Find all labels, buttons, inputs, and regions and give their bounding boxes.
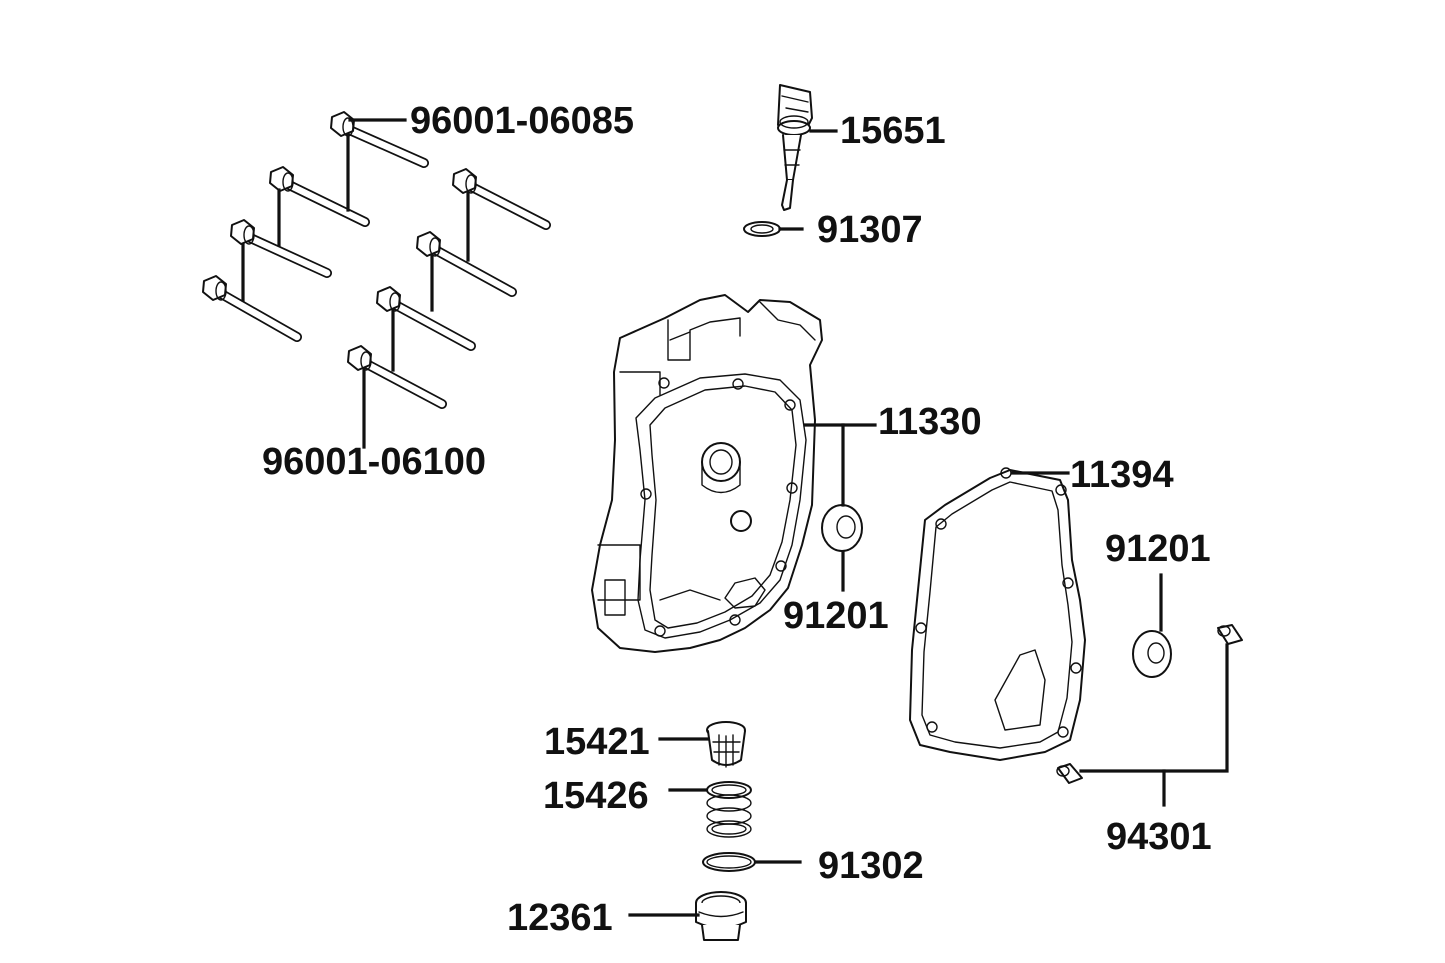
cover-part bbox=[591, 294, 823, 653]
label-strainer: 15421 bbox=[544, 721, 650, 763]
strainer-part bbox=[706, 721, 746, 768]
dowel-leaders bbox=[1079, 643, 1229, 807]
label-dipstick-washer: 91307 bbox=[817, 209, 923, 251]
bolt-1 bbox=[330, 111, 429, 168]
label-seal-left: 91201 bbox=[783, 595, 889, 637]
label-dowel: 94301 bbox=[1106, 816, 1212, 858]
cover-leaders bbox=[803, 423, 877, 592]
bolt-group bbox=[202, 111, 551, 409]
gasket-part bbox=[909, 467, 1086, 761]
bolt-2 bbox=[269, 166, 370, 227]
dowel-lower-part bbox=[1056, 763, 1083, 784]
dipstick-washer-part bbox=[743, 221, 781, 237]
label-cover: 11330 bbox=[878, 401, 982, 443]
drain-leaders bbox=[628, 737, 802, 917]
label-bolt-upper: 96001-06085 bbox=[410, 100, 634, 142]
seal-left-part bbox=[821, 504, 863, 552]
part-labels: 96001-06085 96001-06100 15651 91307 1133… bbox=[262, 100, 1212, 939]
bolt-6 bbox=[416, 231, 517, 297]
dowel-upper-part bbox=[1217, 624, 1243, 645]
seal-right-part bbox=[1132, 630, 1172, 678]
bolt-8 bbox=[347, 345, 447, 409]
label-gasket: 11394 bbox=[1070, 454, 1174, 496]
bolt-5 bbox=[452, 168, 551, 230]
label-bolt-lower: 96001-06100 bbox=[262, 441, 486, 483]
label-dipstick: 15651 bbox=[840, 110, 946, 152]
bolt-leaders bbox=[241, 118, 470, 449]
bolt-3 bbox=[230, 219, 332, 278]
bolt-4 bbox=[202, 275, 302, 342]
dipstick-part bbox=[777, 84, 813, 211]
oring-part bbox=[702, 852, 756, 872]
spring-part bbox=[706, 781, 752, 838]
bolt-7 bbox=[376, 286, 476, 351]
label-spring: 15426 bbox=[543, 775, 649, 817]
label-seal-right: 91201 bbox=[1105, 528, 1211, 570]
label-oring: 91302 bbox=[818, 845, 924, 887]
label-drain-plug: 12361 bbox=[507, 897, 613, 939]
drain-plug-part bbox=[695, 891, 747, 941]
